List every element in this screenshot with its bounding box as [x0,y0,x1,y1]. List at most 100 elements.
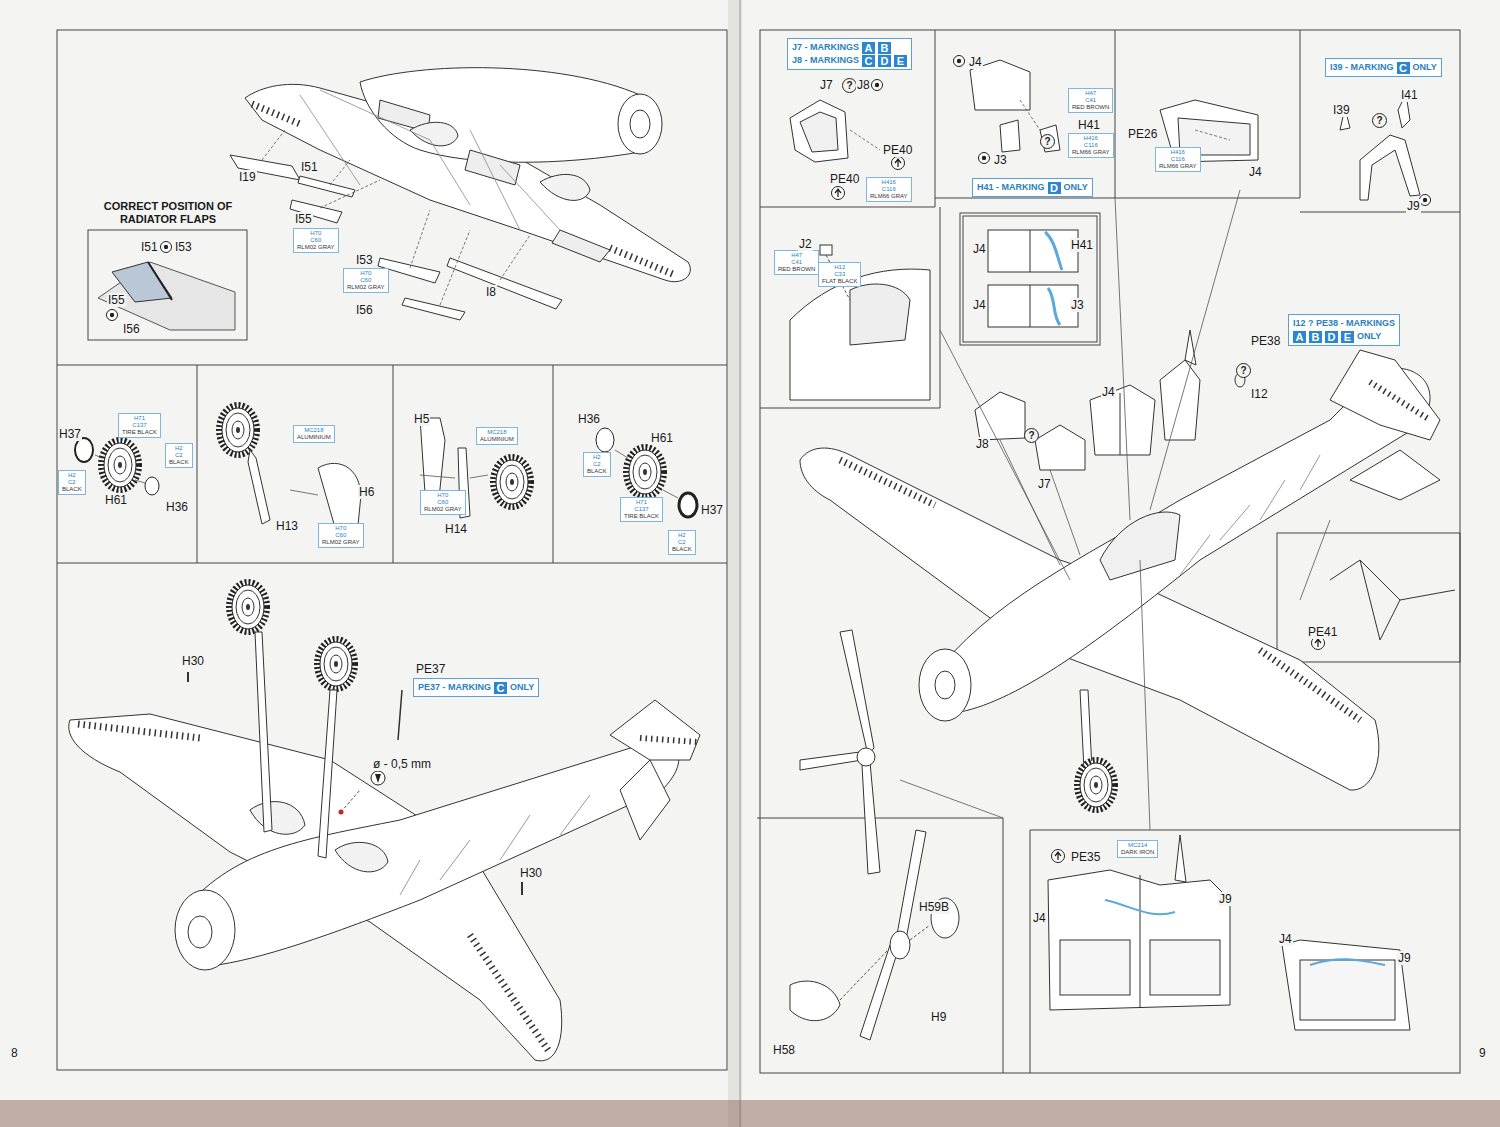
marking-box: I39 - MARKINGCONLY [1325,58,1442,77]
paint-code: H416 [870,179,908,186]
paint-code: H2 [169,445,189,452]
callout-number: 8 [10,1046,19,1060]
paint-code: MC218 [297,427,331,434]
callout-number: J9 [1218,892,1233,906]
callout-number: H37 [58,427,82,441]
optional-mark: ? [1372,113,1387,128]
inset-heading: CORRECT POSITION OF RADIATOR FLAPS [93,200,243,226]
paint-code: C2 [62,479,82,486]
callout-number: J4 [1101,385,1116,399]
marking-letter: A [1293,331,1306,343]
callout-number: H61 [104,493,128,507]
marking-row: J7 - MARKINGSAB [792,41,907,54]
callout-number: J4 [972,242,987,256]
callout-number: H30 [519,866,543,880]
callout-number: J7 [1037,477,1052,491]
paint-code: C116 [870,186,908,193]
callout-number: I51 [300,160,319,174]
callout-number: H59B [918,900,950,914]
marking-text: I39 - MARKING [1330,61,1394,74]
optional-mark: ? [842,78,857,93]
paint-code: C60 [322,532,360,539]
color-callout: H416C116RLM66 GRAY [866,177,912,202]
color-callout: H47C41RED BROWN [774,250,819,275]
paint-name: DARK IRON [1121,849,1154,856]
paint-name: TIRE BLACK [624,513,659,520]
paint-code: C33 [822,271,857,278]
marking-text: PE37 - MARKING [418,681,491,694]
marking-text: J8 - MARKINGS [792,54,859,67]
paint-name: RLM02 GRAY [424,506,462,513]
marking-row: PE37 - MARKINGCONLY [418,681,534,694]
paint-code: C60 [424,499,462,506]
callout-number: ø - 0,5 mm [372,757,432,771]
optional-mark: ? [1040,134,1055,149]
paint-name: ALUMINIUM [480,436,514,443]
paint-code: H70 [424,492,462,499]
paint-code: H70 [322,525,360,532]
marking-text: ONLY [1064,181,1088,194]
marking-text: ONLY [510,681,534,694]
callout-number: PE40 [882,143,913,157]
paint-code: H71 [122,415,157,422]
marking-row: J8 - MARKINGSCDE [792,54,907,67]
color-callout: H70C60RLM02 GRAY [293,228,339,253]
callout-number: PE38 [1250,334,1281,348]
callout-number: J4 [1032,911,1047,925]
color-callout: H70C60RLM02 GRAY [318,523,364,548]
marking-letter: E [1341,331,1354,343]
callout-number: J8 [975,437,990,451]
marking-text: ONLY [1413,61,1437,74]
marking-letter: A [862,42,875,54]
marking-box: I12 ? PE38 - MARKINGSABDEONLY [1288,314,1400,346]
paint-code: H71 [624,499,659,506]
paint-code: H2 [62,472,82,479]
marking-row: ABDEONLY [1293,330,1395,343]
paint-code: C2 [672,539,692,546]
callout-number: I39 [1332,103,1351,117]
paint-code: C41 [778,259,815,266]
paint-name: BLACK [587,468,607,475]
marking-letter: D [1325,331,1338,343]
marking-box: J7 - MARKINGSABJ8 - MARKINGSCDE [787,38,912,70]
paint-code: C116 [1159,156,1197,163]
marking-text: J7 - MARKINGS [792,41,859,54]
paint-code: H47 [1072,90,1109,97]
callout-number: J7 [819,78,834,92]
paint-name: RED BROWN [778,266,815,273]
callout-number: H9 [930,1010,947,1024]
paint-code: H70 [297,230,335,237]
callout-number: H37 [700,503,724,517]
callout-number: I53 [355,253,374,267]
color-callout: H12C33FLAT BLACK [818,262,861,287]
color-callout: H2C2BLACK [58,470,86,495]
callout-number: I19 [238,170,257,184]
marking-letter: C [494,682,507,694]
paint-name: RLM66 GRAY [1159,163,1197,170]
marking-row: H41 - MARKINGDONLY [977,181,1088,194]
color-callout: H70C60RLM02 GRAY [420,490,466,515]
callout-number: J9 [1406,199,1421,213]
paint-name: RED BROWN [1072,104,1109,111]
callout-number: PE35 [1070,850,1101,864]
callout-number: I8 [485,285,497,299]
marking-letter: C [1397,62,1410,74]
callout-number: J8 [856,78,871,92]
callout-number: H61 [650,431,674,445]
marking-letter: D [878,55,891,67]
color-callout: H2C2BLACK [668,530,696,555]
callout-number: H58 [772,1043,796,1057]
color-callout: H71C137TIRE BLACK [118,413,161,438]
callout-number: J4 [1278,932,1293,946]
color-callout: H70C60RLM02 GRAY [343,268,389,293]
callout-number: PE40 [829,172,860,186]
color-callout: H2C2BLACK [165,443,193,468]
callout-number: H6 [358,485,375,499]
optional-mark: ? [1236,363,1251,378]
marking-letter: D [1048,182,1061,194]
paint-code: H12 [822,264,857,271]
color-callout: MC218ALUMINIUM [293,425,335,443]
paint-code: H416 [1159,149,1197,156]
marking-letter: C [862,55,875,67]
paint-code: C2 [587,461,607,468]
